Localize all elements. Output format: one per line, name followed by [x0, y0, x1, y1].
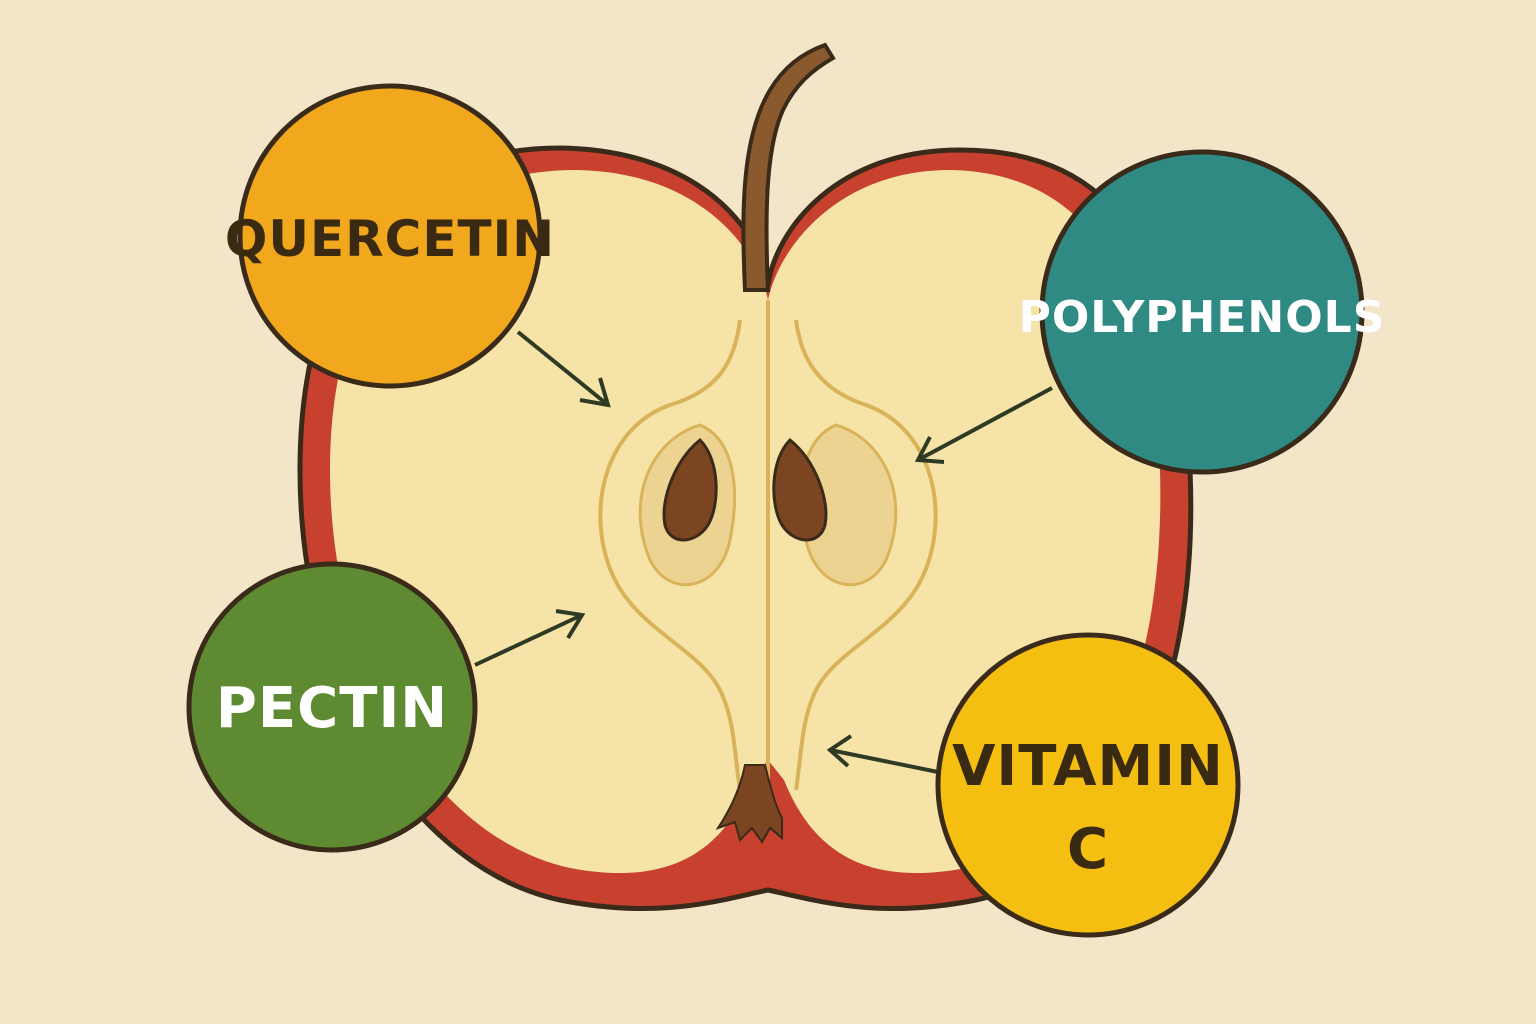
arrow-polyphenols: [914, 386, 1053, 464]
nutrient-label-vitamin-c-line2: C: [1067, 817, 1109, 882]
core-outline-left: [598, 319, 742, 791]
nutrient-quercetin: QUERCETIN: [225, 83, 555, 389]
nutrient-label-quercetin: QUERCETIN: [225, 210, 555, 268]
apple-stem: [741, 42, 836, 292]
nutrient-vitamin-c: VITAMIN C: [935, 632, 1241, 938]
nutrient-label-pectin: PECTIN: [216, 676, 448, 741]
nutrient-label-polyphenols: POLYPHENOLS: [1019, 292, 1386, 343]
nutrient-label-vitamin-c-line1: VITAMIN: [952, 734, 1224, 799]
arrow-pectin: [474, 609, 586, 667]
seed-left: [662, 437, 718, 542]
seed-right: [772, 437, 828, 542]
calyx: [715, 764, 783, 844]
nutrient-polyphenols: POLYPHENOLS: [1019, 149, 1386, 475]
core-outline-right: [794, 319, 938, 791]
nutrient-pectin: PECTIN: [186, 561, 478, 853]
arrow-quercetin: [516, 330, 611, 408]
arrow-vitamin-c: [826, 734, 939, 774]
